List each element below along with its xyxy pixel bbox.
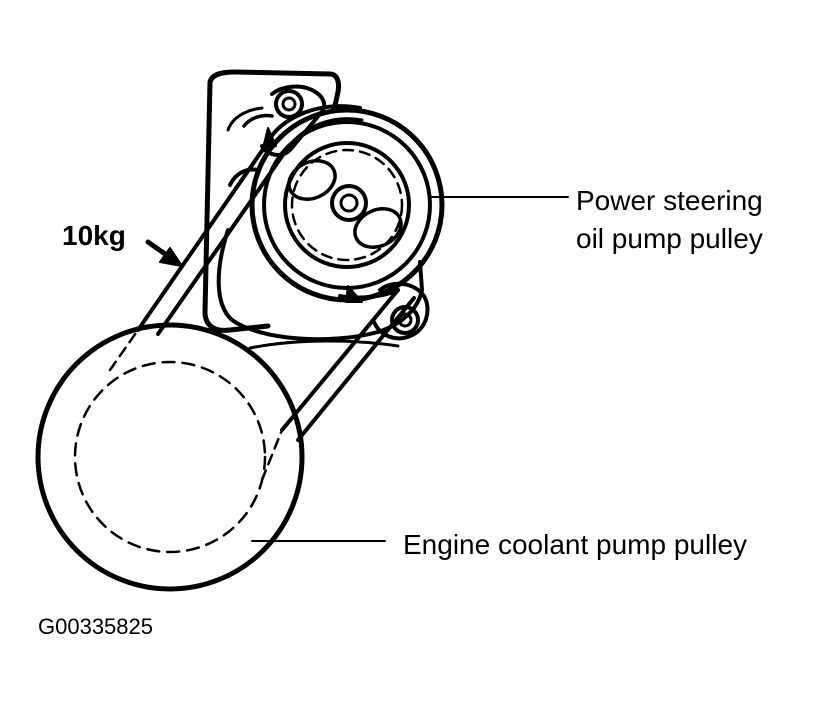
figure-id-label: G00335825: [38, 614, 153, 639]
pump-housing-lower: [248, 339, 400, 350]
power-steering-label-line1: Power steering: [576, 185, 763, 216]
drive-belt: [108, 104, 416, 482]
arrow-down-lower-wrap: [345, 285, 363, 303]
pump-body: [216, 167, 424, 342]
arrow-up-left-run: [261, 127, 277, 153]
power-steering-label-line2: oil pump pulley: [576, 223, 763, 254]
power-steering-pulley-label: Power steering oil pump pulley: [576, 182, 763, 258]
belt-tension-force-label: 10kg: [62, 220, 126, 251]
upper-tensioner: [242, 84, 327, 157]
belt-direction-arrows: [261, 127, 363, 303]
power-steering-pulley: [249, 107, 445, 303]
mounting-bracket: [202, 69, 341, 333]
coolant-pump-pulley-label: Engine coolant pump pulley: [403, 529, 748, 560]
force-arrow: [145, 239, 183, 267]
bracket-inner-edge: [226, 106, 264, 132]
coolant-pump-pulley: [35, 322, 305, 592]
